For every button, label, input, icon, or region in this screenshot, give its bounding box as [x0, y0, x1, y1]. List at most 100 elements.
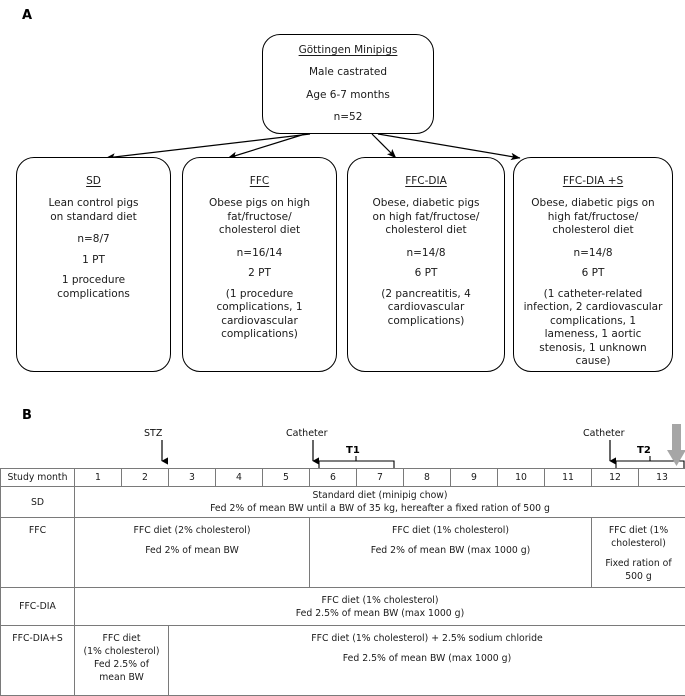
panel-a-letter: A [22, 8, 32, 23]
group-n-sd: n=8/7 [71, 233, 115, 247]
row-ffc-cell-1-line-2: Fed 2% of mean BW (max 1000 g) [313, 544, 588, 557]
month-cell-11: 11 [545, 469, 592, 487]
row-ffc-dia-s-cell-0-line-2: Fed 2.5% of [78, 658, 165, 671]
month-cell-13: 13 [639, 469, 685, 487]
month-cell-4: 4 [216, 469, 263, 487]
flow-group-box-sd: SD Lean control pigs on standard diet n=… [16, 157, 171, 372]
group-detail-ffc-dia-s-1: infection, 2 cardiovascular [518, 301, 669, 315]
group-n-ffc: n=16/14 [231, 247, 289, 261]
group-title-ffc: FFC [244, 174, 275, 188]
row-ffc-cell-0-line-2: Fed 2% of mean BW [78, 544, 306, 557]
timeline-row-ffc-dia: FFC-DIA FFC diet (1% cholesterol) Fed 2.… [1, 588, 685, 626]
timeline-row-ffc: FFC FFC diet (2% cholesterol) Fed 2% of … [1, 518, 685, 588]
row-ffc-dia-cell-0-line-1: Fed 2.5% of mean BW (max 1000 g) [78, 607, 682, 620]
month-cell-9: 9 [451, 469, 498, 487]
row-ffc-dia-s-cell-1: FFC diet (1% cholesterol) + 2.5% sodium … [169, 626, 685, 696]
row-ffc-dia-s-cell-0-line-1: (1% cholesterol) [78, 645, 165, 658]
timeline-table: Study month 1 2 3 4 5 6 7 8 9 10 11 12 1… [0, 468, 685, 696]
flow-root-line-1: Age 6-7 months [300, 89, 396, 103]
month-cell-7: 7 [357, 469, 404, 487]
row-ffc-cell-1: FFC diet (1% cholesterol) Fed 2% of mean… [310, 518, 592, 588]
month-cell-12: 12 [592, 469, 639, 487]
group-detail-ffc-dia-s-4: stenosis, 1 unknown [533, 342, 652, 356]
month-cell-6: 6 [310, 469, 357, 487]
row-ffc-dia-cell-0: FFC diet (1% cholesterol) Fed 2.5% of me… [75, 588, 685, 626]
row-ffc-dia-s-cell-1-line-0: FFC diet (1% cholesterol) + 2.5% sodium … [172, 632, 682, 645]
group-desc-sd-1: on standard diet [44, 211, 143, 225]
row-ffc-dia-s-cell-1-line-2: Fed 2.5% of mean BW (max 1000 g) [172, 652, 682, 665]
group-detail-sd-0: 1 procedure [56, 274, 131, 288]
group-detail-ffc-dia-s-2: complications, 1 [544, 315, 642, 329]
timeline-header-row: Study month 1 2 3 4 5 6 7 8 9 10 11 12 1… [1, 469, 685, 487]
row-sd-cell-0-line-0: Standard diet (minipig chow) [78, 489, 682, 502]
month-cell-10: 10 [498, 469, 545, 487]
timeline-marker-svg [0, 400, 685, 472]
month-cell-3: 3 [169, 469, 216, 487]
group-desc-ffc-dia-s-2: cholesterol diet [546, 224, 639, 238]
flow-root-title: Göttingen Minipigs [293, 43, 404, 57]
group-pt-ffc-dia: 6 PT [409, 267, 444, 281]
row-ffc-cell-2-line-3: Fixed ration of [595, 557, 682, 570]
flow-root-line-0: Male castrated [303, 66, 393, 80]
row-ffc-dia-s-cell-0-line-0: FFC diet [78, 632, 165, 645]
row-ffc-dia-s-cell-0-line-3: mean BW [78, 671, 165, 684]
group-detail-sd-1: complications [51, 288, 136, 302]
group-desc-ffc-dia-2: cholesterol diet [379, 224, 472, 238]
group-desc-ffc-2: cholesterol diet [213, 224, 306, 238]
row-ffc-cell-2: FFC diet (1% cholesterol) Fixed ration o… [592, 518, 685, 588]
group-detail-ffc-dia-2: complications) [382, 315, 471, 329]
row-ffc-dia-cell-0-line-0: FFC diet (1% cholesterol) [78, 594, 682, 607]
group-n-ffc-dia: n=14/8 [400, 247, 451, 261]
group-pt-ffc-dia-s: 6 PT [576, 267, 611, 281]
study-month-header: Study month [1, 469, 75, 487]
month-cell-8: 8 [404, 469, 451, 487]
flow-root-line-2: n=52 [328, 111, 369, 125]
flow-root-box: Göttingen Minipigs Male castrated Age 6-… [262, 34, 434, 134]
timeline-row-ffc-dia-s: FFC-DIA+S FFC diet (1% cholesterol) Fed … [1, 626, 685, 696]
study-end-arrow [667, 424, 685, 466]
panel-a: A Göttingen Minipigs Male castrated Age … [0, 0, 685, 400]
row-ffc-cell-0: FFC diet (2% cholesterol) Fed 2% of mean… [75, 518, 310, 588]
row-ffc-cell-2-line-1: cholesterol) [595, 537, 682, 550]
row-label-ffc-dia: FFC-DIA [1, 588, 75, 626]
group-desc-ffc-dia-s-0: Obese, diabetic pigs on [525, 197, 660, 211]
month-cell-2: 2 [122, 469, 169, 487]
month-cell-1: 1 [75, 469, 122, 487]
row-ffc-cell-1-line-0: FFC diet (1% cholesterol) [313, 524, 588, 537]
group-detail-ffc-2: cardiovascular [215, 315, 304, 329]
row-sd-cell-0: Standard diet (minipig chow) Fed 2% of m… [75, 487, 685, 518]
group-desc-ffc-dia-0: Obese, diabetic pigs [367, 197, 486, 211]
group-detail-ffc-dia-s-0: (1 catheter-related [538, 288, 649, 302]
timeline-row-sd: SD Standard diet (minipig chow) Fed 2% o… [1, 487, 685, 518]
flow-group-box-ffc: FFC Obese pigs on high fat/fructose/ cho… [182, 157, 337, 372]
month-cell-5: 5 [263, 469, 310, 487]
group-title-ffc-dia-s: FFC-DIA +S [557, 174, 629, 188]
group-title-sd: SD [80, 174, 107, 188]
row-label-sd: SD [1, 487, 75, 518]
row-ffc-cell-2-line-0: FFC diet (1% [595, 524, 682, 537]
group-detail-ffc-3: complications) [215, 328, 304, 342]
group-n-ffc-dia-s: n=14/8 [567, 247, 618, 261]
group-detail-ffc-dia-s-3: lameness, 1 aortic [539, 328, 648, 342]
group-pt-sd: 1 PT [76, 254, 111, 268]
group-desc-ffc-dia-1: on high fat/fructose/ [367, 211, 486, 225]
row-ffc-dia-s-cell-0: FFC diet (1% cholesterol) Fed 2.5% of me… [75, 626, 169, 696]
group-desc-ffc-1: fat/fructose/ [221, 211, 297, 225]
panel-b: B STZ Catheter T1 Catheter T2 [0, 400, 685, 693]
group-detail-ffc-dia-s-5: cause) [570, 355, 617, 369]
group-detail-ffc-dia-1: cardiovascular [382, 301, 471, 315]
group-detail-ffc-0: (1 procedure [220, 288, 299, 302]
flow-group-box-ffc-dia-s: FFC-DIA +S Obese, diabetic pigs on high … [513, 157, 673, 372]
row-sd-cell-0-line-1: Fed 2% of mean BW until a BW of 35 kg, h… [78, 502, 682, 515]
group-title-ffc-dia: FFC-DIA [399, 174, 453, 188]
flow-group-box-ffc-dia: FFC-DIA Obese, diabetic pigs on high fat… [347, 157, 505, 372]
row-label-ffc: FFC [1, 518, 75, 588]
group-desc-ffc-dia-s-1: high fat/fructose/ [542, 211, 644, 225]
group-pt-ffc: 2 PT [242, 267, 277, 281]
group-desc-sd-0: Lean control pigs [42, 197, 144, 211]
group-detail-ffc-1: complications, 1 [210, 301, 308, 315]
timeline-annotations: STZ Catheter T1 Catheter T2 [0, 400, 685, 472]
row-label-ffc-dia-s: FFC-DIA+S [1, 626, 75, 696]
group-detail-ffc-dia-0: (2 pancreatitis, 4 [375, 288, 477, 302]
row-ffc-cell-2-line-4: 500 g [595, 570, 682, 583]
